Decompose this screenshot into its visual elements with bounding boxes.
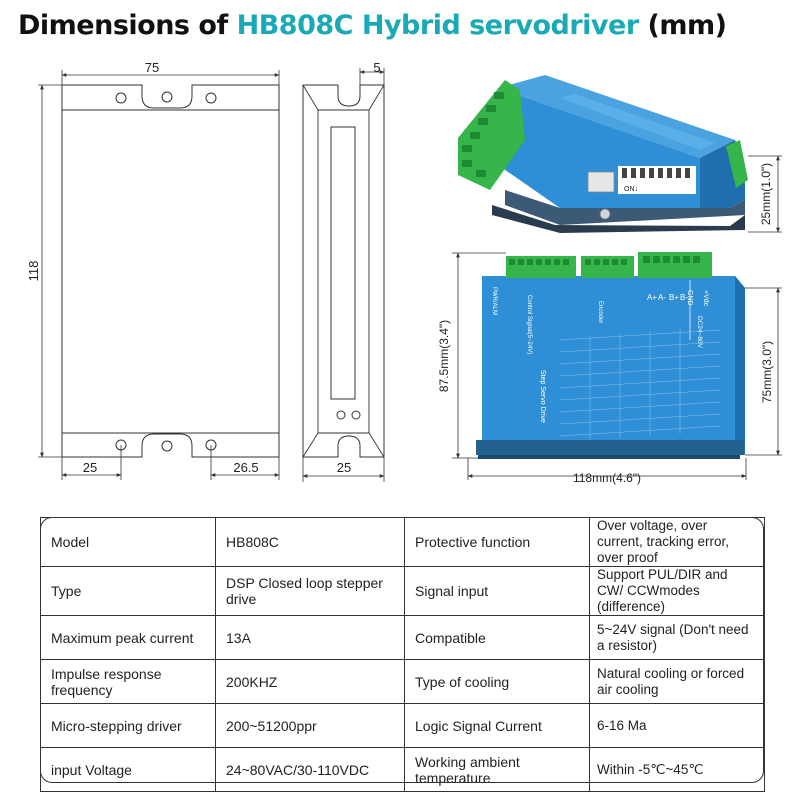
table-row: Maximum peak current 13A Compatible 5~24… bbox=[40, 615, 765, 660]
side-bottom-label: 25 bbox=[337, 460, 351, 475]
spec-value: 6-16 Ma bbox=[589, 703, 765, 748]
front-hole-right-label: 26.5 bbox=[233, 460, 258, 475]
product-photo-front bbox=[476, 252, 745, 459]
spec-value: 200KHZ bbox=[215, 659, 405, 704]
photo-top-height-dimension bbox=[748, 155, 782, 233]
table-row: Model HB808C Protective function Over vo… bbox=[40, 517, 765, 567]
photo-front-width-label: 118mm(4.6") bbox=[573, 471, 641, 485]
spec-value: HB808C bbox=[215, 517, 405, 567]
side-view-drawing bbox=[302, 68, 385, 482]
motor-label-b-plus: B+ bbox=[669, 293, 679, 302]
photo-front-height-label: 87.5mm(3.4") bbox=[437, 320, 451, 392]
spec-value: Within -5℃~45℃ bbox=[589, 747, 765, 792]
side-heatsink-slot bbox=[330, 126, 356, 400]
front-width-label: 75 bbox=[145, 60, 159, 75]
spec-label: Protective function bbox=[404, 517, 590, 567]
mount-hole-bottom-center bbox=[161, 440, 173, 452]
spec-value: 5~24V signal (Don't need a resistor) bbox=[589, 615, 765, 660]
spec-value: 24~80VAC/30-110VDC bbox=[215, 747, 405, 792]
front-view-drawing bbox=[38, 70, 280, 480]
spec-value: 13A bbox=[215, 615, 405, 660]
spec-label: Impulse response frequency bbox=[40, 659, 216, 704]
spec-value: Support PUL/DIR and CW/ CCWmodes (differ… bbox=[589, 566, 765, 616]
page-title: Dimensions of HB808C Hybrid servodriver … bbox=[18, 10, 727, 41]
spec-label: Type bbox=[40, 566, 216, 616]
spec-label: Working ambient temperature bbox=[404, 747, 590, 792]
front-height-label: 118 bbox=[26, 261, 41, 282]
table-row: Type DSP Closed loop stepper drive Signa… bbox=[40, 566, 765, 616]
power-label: DC24~80V bbox=[696, 316, 703, 349]
product-photo-top bbox=[458, 75, 748, 233]
spec-label: Compatible bbox=[404, 615, 590, 660]
title-model: HB808C Hybrid servodriver bbox=[236, 10, 640, 41]
side-hole-right bbox=[351, 410, 361, 420]
side-top-label: 5 bbox=[373, 60, 380, 75]
spec-value: 200~51200ppr bbox=[215, 703, 405, 748]
mount-hole-top-center bbox=[161, 91, 173, 103]
product-label: Step Servo Drive bbox=[539, 370, 546, 423]
mount-hole-top-right bbox=[205, 92, 217, 104]
table-row: Impulse response frequency 200KHZ Type o… bbox=[40, 659, 765, 704]
side-hole-left bbox=[336, 410, 346, 420]
photo-front-depth-label: 75mm(3.0") bbox=[760, 341, 774, 403]
motor-label-b-minus: B- bbox=[680, 293, 688, 302]
spec-label: Maximum peak current bbox=[40, 615, 216, 660]
spec-label: Signal input bbox=[404, 566, 590, 616]
photo-front-dimensions bbox=[452, 252, 782, 480]
table-row: input Voltage 24~80VAC/30-110VDC Working… bbox=[40, 747, 765, 792]
spec-value: DSP Closed loop stepper drive bbox=[215, 566, 405, 616]
dip-on-label: ON↓ bbox=[624, 186, 638, 193]
spec-label: input Voltage bbox=[40, 747, 216, 792]
motor-label-a-minus: A- bbox=[658, 293, 666, 302]
gnd-label: GND bbox=[686, 290, 693, 306]
front-hole-left-label: 25 bbox=[83, 460, 97, 475]
spec-label: Type of cooling bbox=[404, 659, 590, 704]
photo-top-height-label: 25mm(1.0") bbox=[759, 163, 773, 225]
title-suffix: (mm) bbox=[638, 10, 727, 41]
table-row: Micro-stepping driver 200~51200ppr Logic… bbox=[40, 703, 765, 748]
title-prefix: Dimensions of bbox=[18, 10, 237, 41]
vdc-label: +Vdc bbox=[702, 290, 709, 307]
spec-value: Natural cooling or forced air cooling bbox=[589, 659, 765, 704]
spec-label: Micro-stepping driver bbox=[40, 703, 216, 748]
spec-table: Model HB808C Protective function Over vo… bbox=[40, 517, 765, 792]
spec-label: Logic Signal Current bbox=[404, 703, 590, 748]
encoder-label: Encoder bbox=[597, 301, 603, 323]
motor-label-a-plus: A+ bbox=[647, 293, 657, 302]
control-signal-label: Control Signal(5~24V) bbox=[526, 295, 532, 354]
spec-value: Over voltage, over current, tracking err… bbox=[589, 517, 765, 567]
mount-hole-top-left bbox=[115, 92, 127, 104]
pwr-alm-label: PWR/ALM bbox=[491, 287, 497, 315]
spec-label: Model bbox=[40, 517, 216, 567]
